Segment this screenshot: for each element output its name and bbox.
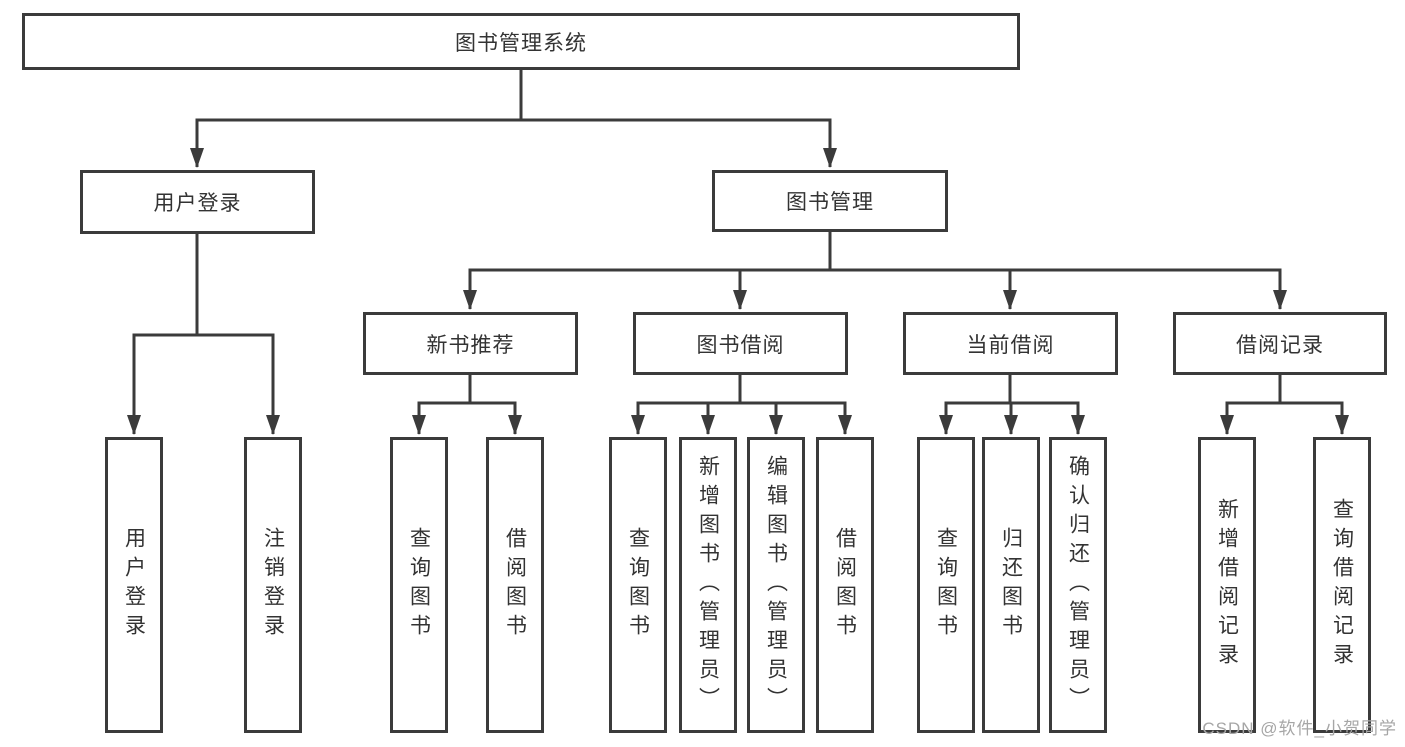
node-book-management: 图书管理 — [712, 170, 948, 232]
leaf-current-query-books-label: 查询图书 — [934, 527, 958, 643]
leaf-records-query-record: 查询借阅记录 — [1313, 437, 1371, 733]
node-book-borrowing: 图书借阅 — [633, 312, 848, 375]
leaf-current-confirm-return-admin-label: 确认归还（管理员） — [1066, 454, 1090, 716]
node-borrowing-records: 借阅记录 — [1173, 312, 1387, 375]
leaf-current-return-books: 归还图书 — [982, 437, 1040, 733]
leaf-borrowing-add-books-admin-label: 新增图书（管理员） — [696, 454, 720, 716]
leaf-borrowing-query-books: 查询图书 — [609, 437, 667, 733]
node-new-book-recommend-label: 新书推荐 — [426, 333, 515, 357]
leaf-borrowing-borrow-books-label: 借阅图书 — [833, 527, 857, 643]
leaf-logout: 注销登录 — [244, 437, 302, 733]
leaf-recommend-borrow-books-label: 借阅图书 — [503, 527, 527, 643]
root-branch — [190, 70, 837, 168]
leaf-recommend-query-books-label: 查询图书 — [407, 527, 431, 643]
node-book-management-label: 图书管理 — [786, 191, 874, 214]
leaf-logout-label: 注销登录 — [261, 527, 285, 643]
leaf-borrowing-add-books-admin: 新增图书（管理员） — [679, 437, 737, 733]
leaf-records-query-record-label: 查询借阅记录 — [1330, 498, 1354, 672]
leaf-records-add-record-label: 新增借阅记录 — [1215, 498, 1239, 672]
node-current-borrowing: 当前借阅 — [903, 312, 1118, 375]
node-new-book-recommend: 新书推荐 — [363, 312, 578, 375]
node-current-borrowing-label: 当前借阅 — [966, 333, 1055, 357]
book-management-branch — [463, 232, 1287, 310]
recommend-branch — [412, 375, 522, 435]
records-branch — [1220, 375, 1349, 435]
borrowing-branch — [631, 375, 852, 435]
leaf-recommend-query-books: 查询图书 — [390, 437, 448, 733]
leaf-recommend-borrow-books: 借阅图书 — [486, 437, 544, 733]
leaf-borrowing-edit-books-admin-label: 编辑图书（管理员） — [764, 454, 788, 716]
leaf-borrowing-query-books-label: 查询图书 — [626, 527, 650, 643]
leaf-current-confirm-return-admin: 确认归还（管理员） — [1049, 437, 1107, 733]
node-borrowing-records-label: 借阅记录 — [1236, 333, 1324, 357]
node-user-login-label: 用户登录 — [153, 192, 242, 215]
leaf-current-return-books-label: 归还图书 — [999, 527, 1023, 643]
user-login-branch — [127, 234, 280, 435]
node-book-borrowing-label: 图书借阅 — [696, 333, 785, 357]
node-root-label: 图书管理系统 — [455, 31, 587, 55]
leaf-user-login: 用户登录 — [105, 437, 163, 733]
leaf-borrowing-borrow-books: 借阅图书 — [816, 437, 874, 733]
current-borrowing-branch — [939, 375, 1085, 435]
leaf-records-add-record: 新增借阅记录 — [1198, 437, 1256, 733]
watermark: CSDN @软件_小贺同学 — [1202, 719, 1397, 738]
node-user-login: 用户登录 — [80, 170, 315, 234]
leaf-current-query-books: 查询图书 — [917, 437, 975, 733]
leaf-borrowing-edit-books-admin: 编辑图书（管理员） — [747, 437, 805, 733]
node-root-system: 图书管理系统 — [22, 13, 1020, 70]
leaf-user-login-label: 用户登录 — [122, 527, 146, 643]
